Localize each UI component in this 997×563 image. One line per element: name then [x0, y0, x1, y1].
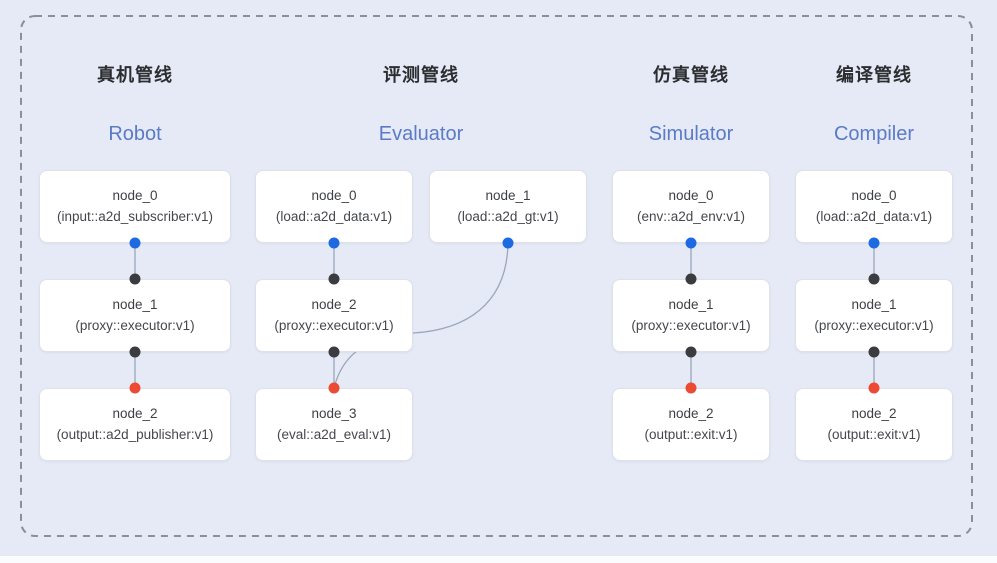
node-type: (env::a2d_env:v1)	[636, 209, 746, 224]
evaluator-node-0[interactable]: node_0 (load::a2d_data:v1)	[255, 170, 413, 243]
node-title: node_3	[311, 406, 357, 422]
evaluator-node-2[interactable]: node_2 (proxy::executor:v1)	[255, 279, 413, 352]
robot-pipeline-title-zh: 真机管线	[97, 65, 173, 85]
simulator-node-0[interactable]: node_0 (env::a2d_env:v1)	[612, 170, 770, 243]
evaluator-pipeline-title-zh: 评测管线	[383, 65, 459, 85]
node-type: (load::a2d_gt:v1)	[457, 209, 559, 224]
evaluator-node-3[interactable]: node_3 (eval::a2d_eval:v1)	[255, 388, 413, 461]
node-type: (output::exit:v1)	[827, 427, 921, 442]
robot-node-1[interactable]: node_1 (proxy::executor:v1)	[39, 279, 231, 352]
evaluator-pipeline-title-en: Evaluator	[378, 123, 464, 145]
node-type: (load::a2d_data:v1)	[815, 209, 933, 224]
compiler-pipeline-title-zh: 编译管线	[836, 65, 912, 85]
node-type: (proxy::executor:v1)	[631, 318, 751, 333]
compiler-pipeline-title-en: Compiler	[833, 123, 915, 145]
node-title: node_2	[311, 297, 357, 313]
compiler-node-0[interactable]: node_0 (load::a2d_data:v1)	[795, 170, 953, 243]
node-type: (load::a2d_data:v1)	[275, 209, 393, 224]
node-title: node_1	[851, 297, 897, 313]
node-title: node_0	[112, 188, 158, 204]
page-bottom-strip	[0, 556, 997, 563]
simulator-pipeline-title-zh: 仿真管线	[653, 65, 729, 85]
node-title: node_2	[851, 406, 897, 422]
robot-node-0[interactable]: node_0 (input::a2d_subscriber:v1)	[39, 170, 231, 243]
node-type: (proxy::executor:v1)	[274, 318, 394, 333]
node-title: node_1	[112, 297, 158, 313]
node-title: node_0	[851, 188, 897, 204]
evaluator-node-1[interactable]: node_1 (load::a2d_gt:v1)	[429, 170, 587, 243]
node-type: (input::a2d_subscriber:v1)	[56, 209, 214, 224]
node-type: (output::exit:v1)	[644, 427, 738, 442]
simulator-node-2[interactable]: node_2 (output::exit:v1)	[612, 388, 770, 461]
robot-pipeline-title-en: Robot	[108, 123, 162, 145]
simulator-node-1[interactable]: node_1 (proxy::executor:v1)	[612, 279, 770, 352]
node-title: node_2	[112, 406, 158, 422]
dashed-border-frame	[20, 15, 973, 537]
simulator-pipeline-title-en: Simulator	[648, 123, 734, 145]
node-type: (proxy::executor:v1)	[814, 318, 934, 333]
node-type: (eval::a2d_eval:v1)	[276, 427, 392, 442]
node-title: node_2	[668, 406, 714, 422]
node-type: (proxy::executor:v1)	[75, 318, 195, 333]
compiler-node-1[interactable]: node_1 (proxy::executor:v1)	[795, 279, 953, 352]
compiler-node-2[interactable]: node_2 (output::exit:v1)	[795, 388, 953, 461]
node-type: (output::a2d_publisher:v1)	[56, 427, 214, 442]
node-title: node_1	[668, 297, 714, 313]
node-title: node_0	[311, 188, 357, 204]
node-title: node_1	[485, 188, 531, 204]
robot-node-2[interactable]: node_2 (output::a2d_publisher:v1)	[39, 388, 231, 461]
edge-evaluator-node1-node3-curve	[333, 242, 509, 389]
node-title: node_0	[668, 188, 714, 204]
